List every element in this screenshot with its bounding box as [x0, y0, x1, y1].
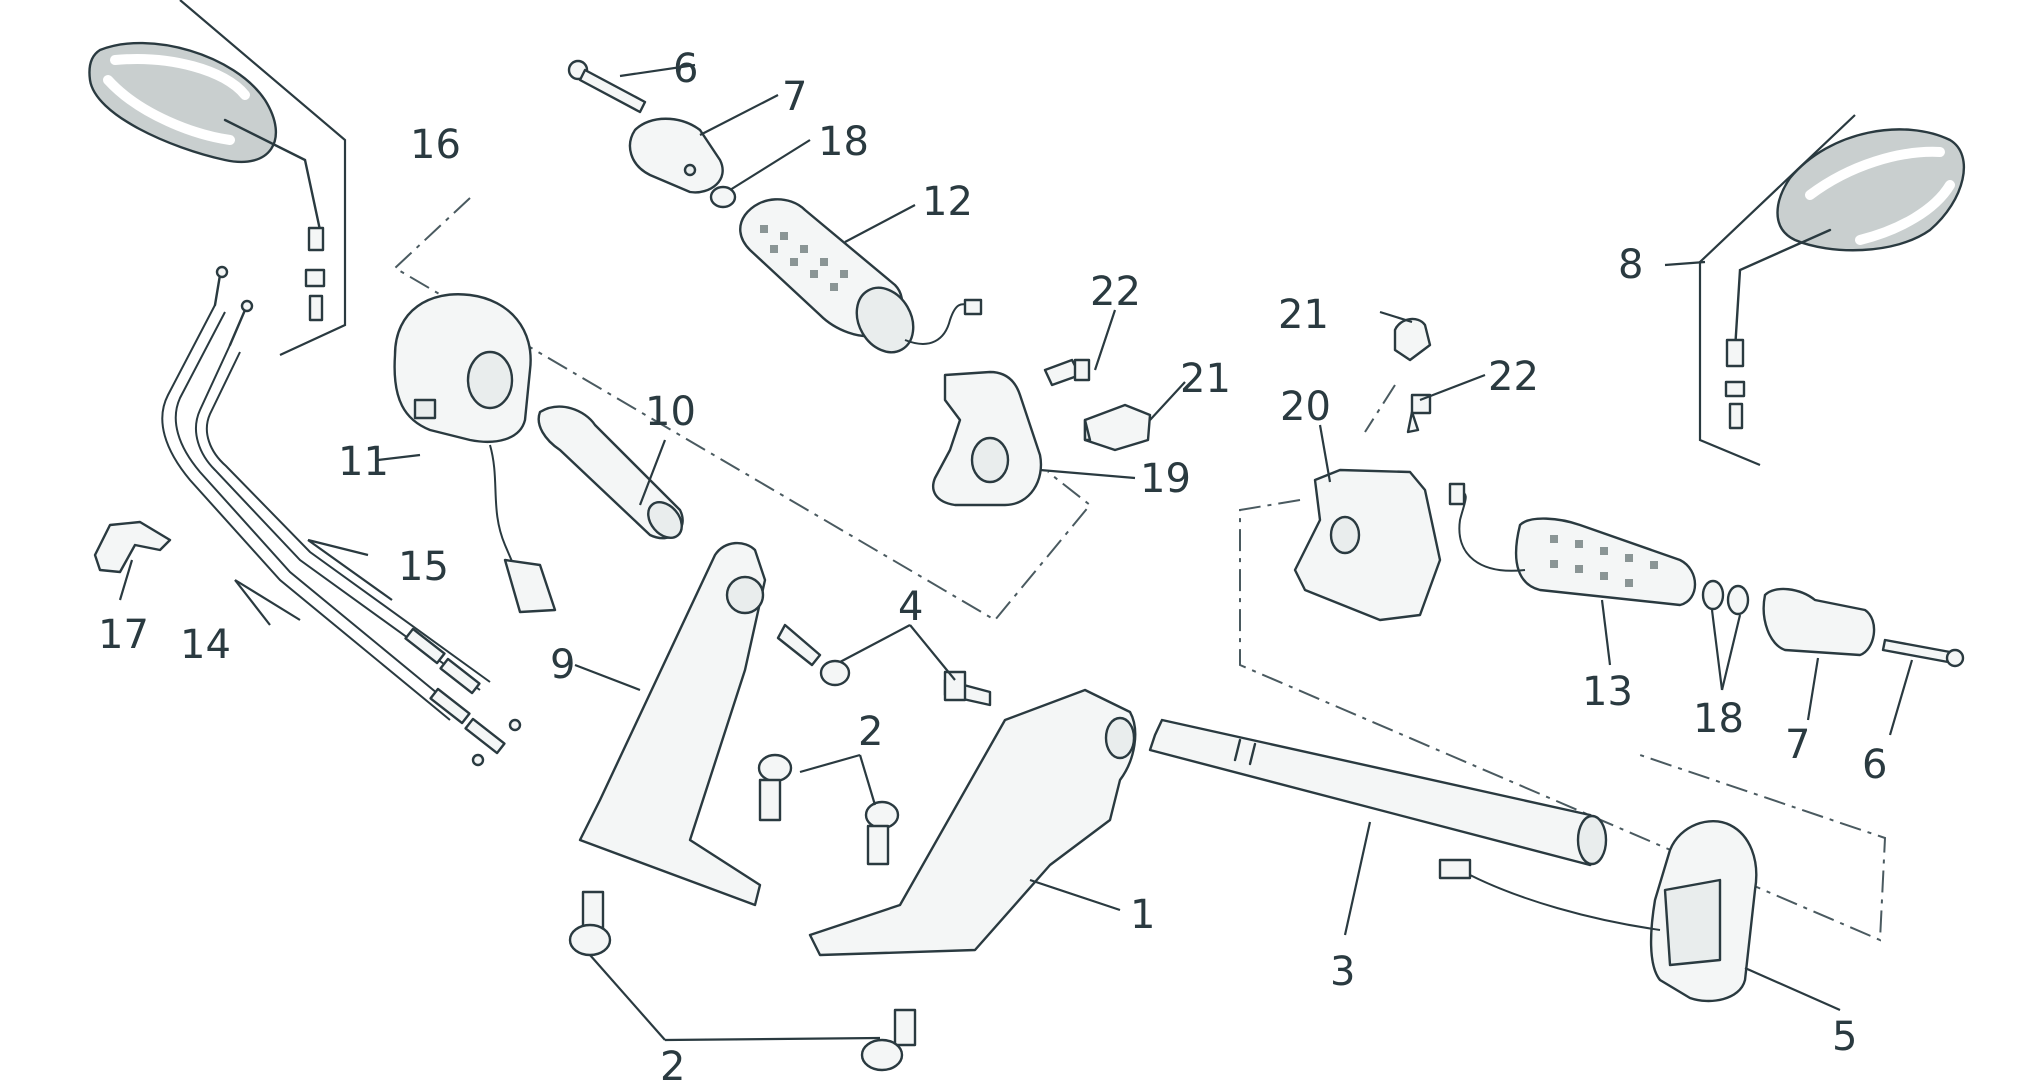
washer-top [709, 185, 737, 209]
bar-end-bolt-right [1881, 638, 1965, 668]
throttle-grip [739, 198, 983, 354]
washers-right [1701, 579, 1750, 616]
cap-top [1083, 403, 1152, 452]
screw-top [1043, 358, 1091, 387]
callout-16: 16 [410, 122, 461, 168]
handlebar-tube [1148, 718, 1608, 867]
right-switch-housing [1438, 820, 1758, 1003]
riser-screws [568, 753, 917, 1072]
callout-7-right: 7 [1785, 722, 1810, 768]
callout-6-top: 6 [673, 46, 698, 92]
callout-numbers: 16 6 7 18 12 22 21 19 10 11 15 14 17 9 4… [98, 46, 1887, 1082]
cap-right [1393, 317, 1432, 362]
callout-12: 12 [922, 179, 973, 225]
left-switch-assembly-outline [393, 197, 1092, 622]
callout-15: 15 [398, 544, 449, 590]
callout-14: 14 [180, 622, 231, 668]
screw-right [1406, 393, 1432, 434]
leader-lines [118, 63, 1914, 1042]
bar-end-weight-right [1762, 587, 1876, 657]
pinch-bolt [776, 623, 992, 707]
callout-20: 20 [1280, 384, 1331, 430]
callout-2-bottom: 2 [660, 1044, 685, 1082]
callout-19: 19 [1140, 456, 1191, 502]
callout-1: 1 [1130, 892, 1155, 938]
cable-clip [93, 520, 172, 574]
bar-end-bolt-top [567, 59, 647, 114]
throttle-housing [932, 370, 1043, 507]
left-riser [578, 541, 767, 907]
callout-11: 11 [338, 439, 389, 485]
left-switch-housing [393, 293, 557, 614]
right-switch-bracket [1293, 468, 1442, 622]
callout-3: 3 [1330, 949, 1355, 995]
callout-21-right: 21 [1278, 292, 1329, 338]
left-grip [537, 405, 684, 540]
callout-22-right: 22 [1488, 354, 1539, 400]
callout-5: 5 [1832, 1014, 1857, 1060]
callout-9: 9 [550, 642, 575, 688]
callout-21-top: 21 [1180, 356, 1231, 402]
right-grip [1448, 482, 1697, 607]
callout-22-top: 22 [1090, 269, 1141, 315]
callout-8: 8 [1618, 242, 1643, 288]
right-mirror [1698, 114, 1965, 467]
callout-7-top: 7 [782, 74, 807, 120]
throttle-cables [161, 265, 522, 767]
callout-18-top: 18 [818, 119, 869, 165]
right-riser [808, 688, 1137, 957]
bracket-link-outline [1364, 384, 1396, 433]
bar-end-weight-top [628, 117, 724, 194]
callout-2-middle: 2 [858, 709, 883, 755]
callout-13: 13 [1582, 669, 1633, 715]
callout-10: 10 [645, 389, 696, 435]
callout-6-right: 6 [1862, 742, 1887, 788]
left-mirror [88, 0, 347, 356]
callout-4: 4 [898, 584, 923, 630]
right-switch-assembly-outline [1239, 499, 1887, 942]
callout-17: 17 [98, 612, 149, 658]
callout-18-right: 18 [1693, 696, 1744, 742]
